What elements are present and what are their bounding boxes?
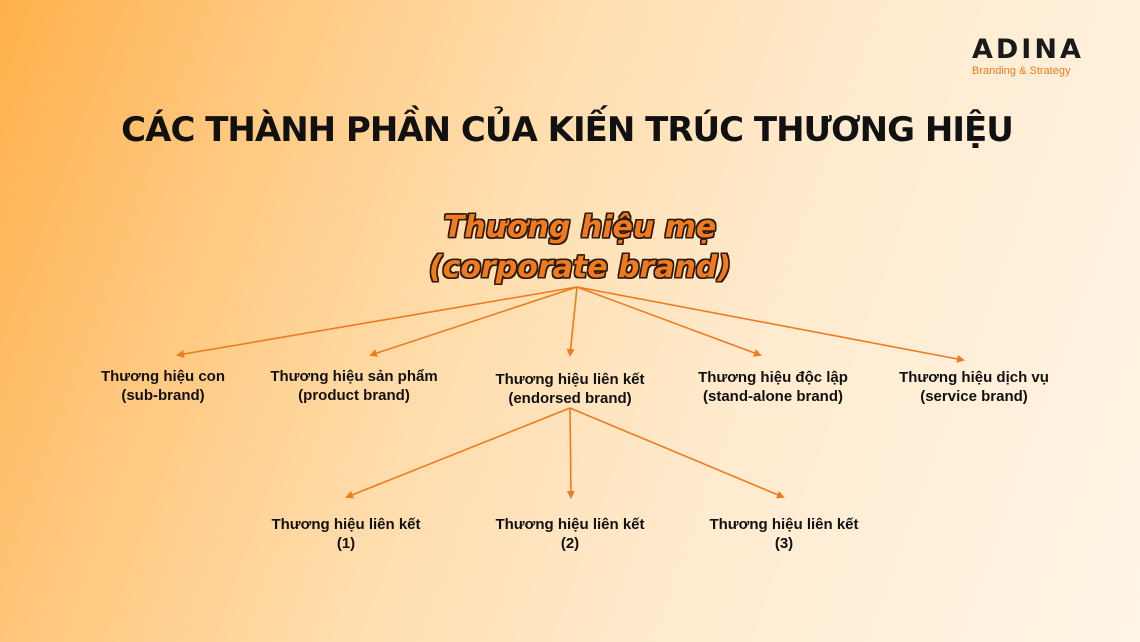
root-node-title: Thương hiệu mẹ <box>443 210 717 245</box>
root-node-corporate-brand: Thương hiệu mẹ (corporate brand) <box>380 208 780 288</box>
edge-root-to-product-brand <box>369 286 578 357</box>
node-sublabel: (1) <box>336 535 356 552</box>
node-label: Thương hiệu sản phẩm <box>270 368 438 385</box>
node-endorsed-child-3: Thương hiệu liên kết (3) <box>684 515 884 553</box>
logo-tagline: Branding & Strategy <box>972 65 1071 77</box>
edge-root-to-endorsed-brand <box>566 286 578 357</box>
logo-name: ADINA <box>972 34 1084 65</box>
node-sublabel: (sub-brand) <box>121 387 205 404</box>
edge-endorsed-to-child-3 <box>569 407 785 499</box>
node-endorsed-child-1: Thương hiệu liên kết (1) <box>246 515 446 553</box>
node-sublabel: (3) <box>774 535 794 552</box>
node-sublabel: (2) <box>560 535 580 552</box>
node-sublabel: (stand-alone brand) <box>702 388 843 405</box>
page-title: CÁC THÀNH PHẦN CỦA KIẾN TRÚC THƯƠNG HIỆU <box>121 110 1014 150</box>
node-stand-alone-brand: Thương hiệu độc lập (stand-alone brand) <box>673 368 873 406</box>
node-label: Thương hiệu liên kết <box>271 516 421 533</box>
node-label: Thương hiệu dịch vụ <box>899 369 1049 386</box>
edge-root-to-sub-brand <box>176 286 578 358</box>
root-node-subtitle: (corporate brand) <box>428 250 732 285</box>
node-service-brand: Thương hiệu dịch vụ (service brand) <box>874 368 1074 406</box>
node-label: Thương hiệu liên kết <box>495 516 645 533</box>
node-product-brand: Thương hiệu sản phẩm (product brand) <box>254 367 454 405</box>
brand-logo: ADINA Branding & Strategy <box>972 34 1084 78</box>
node-label: Thương hiệu liên kết <box>709 516 859 533</box>
edge-endorsed-to-child-1 <box>345 407 571 499</box>
node-label: Thương hiệu con <box>100 368 225 385</box>
node-endorsed-child-2: Thương hiệu liên kết (2) <box>470 515 670 553</box>
node-sublabel: (service brand) <box>920 388 1028 405</box>
node-label: Thương hiệu liên kết <box>495 371 645 388</box>
edge-endorsed-to-child-2 <box>566 407 575 499</box>
node-sublabel: (product brand) <box>298 387 410 404</box>
edge-root-to-service-brand <box>576 286 965 363</box>
node-sub-brand: Thương hiệu con (sub-brand) <box>63 367 263 405</box>
edge-root-to-stand-alone-brand <box>576 286 762 357</box>
node-label: Thương hiệu độc lập <box>698 369 848 386</box>
node-sublabel: (endorsed brand) <box>508 390 632 407</box>
node-endorsed-brand: Thương hiệu liên kết (endorsed brand) <box>470 370 670 408</box>
